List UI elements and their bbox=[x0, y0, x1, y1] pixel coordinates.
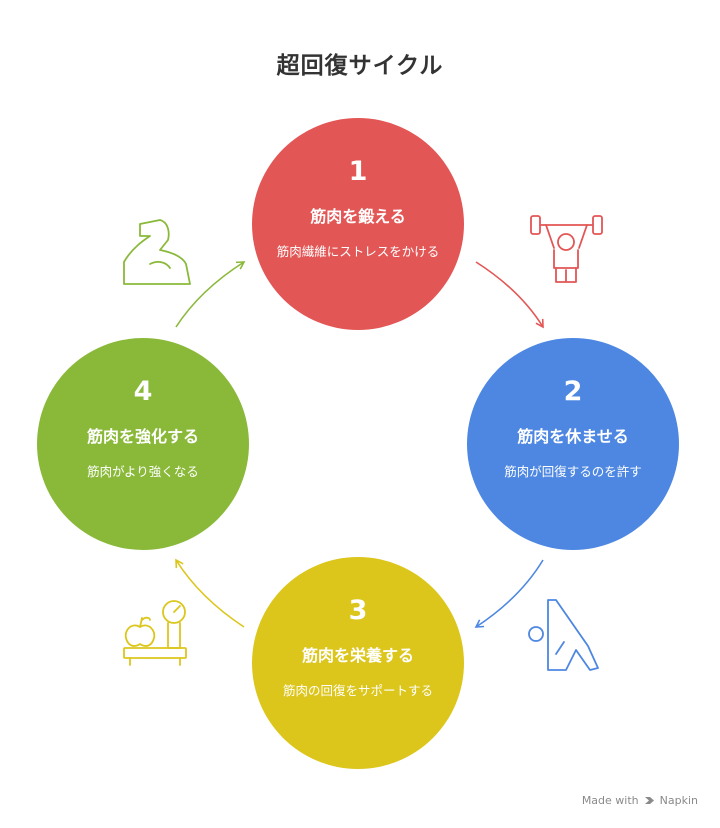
watermark-prefix: Made with bbox=[581, 794, 639, 807]
step-description: 筋肉繊維にストレスをかける bbox=[276, 244, 440, 259]
napkin-logo-icon bbox=[644, 797, 654, 804]
step-4-circle: 4 筋肉を強化する 筋肉がより強くなる bbox=[37, 338, 249, 550]
step-heading: 筋肉を栄養する bbox=[301, 646, 414, 665]
step-description: 筋肉が回復するのを許す bbox=[504, 464, 642, 479]
step-number: 1 bbox=[348, 156, 368, 187]
arrow-2-to-3 bbox=[474, 559, 544, 628]
flexed-bicep-icon bbox=[123, 219, 191, 285]
step-description: 筋肉の回復をサポートする bbox=[282, 683, 433, 698]
step-heading: 筋肉を強化する bbox=[86, 427, 199, 446]
step-heading: 筋肉を休ませる bbox=[517, 427, 629, 446]
step-2-circle: 2 筋肉を休ませる 筋肉が回復するのを許す bbox=[467, 338, 679, 550]
stretching-person-icon bbox=[528, 599, 599, 671]
step-heading: 筋肉を鍛える bbox=[310, 207, 406, 226]
step-3-circle: 3 筋肉を栄養する 筋肉の回復をサポートする bbox=[252, 557, 464, 769]
arrow-3-to-4 bbox=[175, 558, 245, 628]
diagram-title: 超回復サイクル bbox=[276, 53, 444, 79]
step-1-circle: 1 筋肉を鍛える 筋肉繊維にストレスをかける bbox=[252, 118, 464, 330]
arrow-1-to-2 bbox=[475, 261, 544, 329]
step-number: 3 bbox=[348, 595, 368, 626]
watermark: Made with Napkin bbox=[582, 794, 698, 807]
scale-with-apple-icon bbox=[123, 600, 187, 666]
step-description: 筋肉がより強くなる bbox=[87, 464, 199, 479]
arrow-4-to-1 bbox=[175, 261, 246, 328]
weightlifter-icon bbox=[530, 215, 603, 283]
step-number: 2 bbox=[563, 376, 583, 407]
step-number: 4 bbox=[133, 376, 153, 407]
watermark-brand: Napkin bbox=[659, 794, 698, 807]
